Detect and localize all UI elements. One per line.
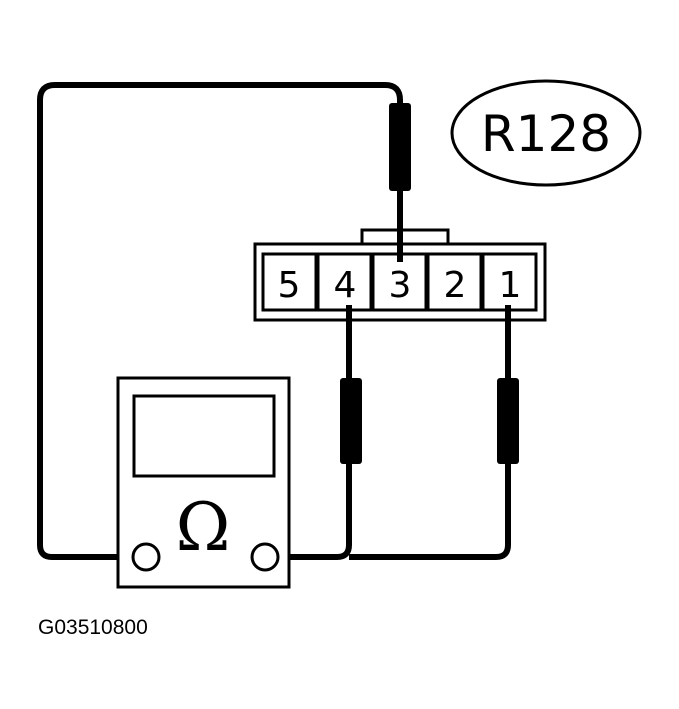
probe-pin4: [340, 378, 362, 464]
ohmmeter: Ω: [116, 376, 291, 589]
figure-code: G03510800: [38, 616, 148, 639]
probe-pin1: [497, 378, 519, 464]
connector-latch: [360, 228, 450, 245]
pin-label-1: 1: [499, 265, 522, 306]
probe-pin3: [389, 103, 411, 191]
pin-cells: [261, 252, 538, 312]
pin-label-5: 5: [278, 265, 301, 306]
connector-label-text: R128: [481, 105, 611, 163]
pin-label-2: 2: [444, 265, 467, 306]
pin-cell-1: [481, 252, 538, 312]
wire-loop: [37, 82, 403, 560]
pin-label-3: 3: [389, 265, 412, 306]
ohm-symbol-icon: Ω: [176, 489, 231, 566]
wire-pin1: [349, 305, 511, 560]
pin-cell-4: [316, 252, 373, 312]
pin-cell-5: [261, 252, 318, 312]
ohmmeter-display: [132, 394, 276, 478]
wire-pin4: [265, 305, 352, 560]
connector-label: R128: [450, 79, 642, 187]
meter-terminal-right: [250, 542, 280, 572]
pin-cell-2: [426, 252, 483, 312]
pin-label-4: 4: [334, 265, 357, 306]
meter-terminal-left: [131, 542, 161, 572]
